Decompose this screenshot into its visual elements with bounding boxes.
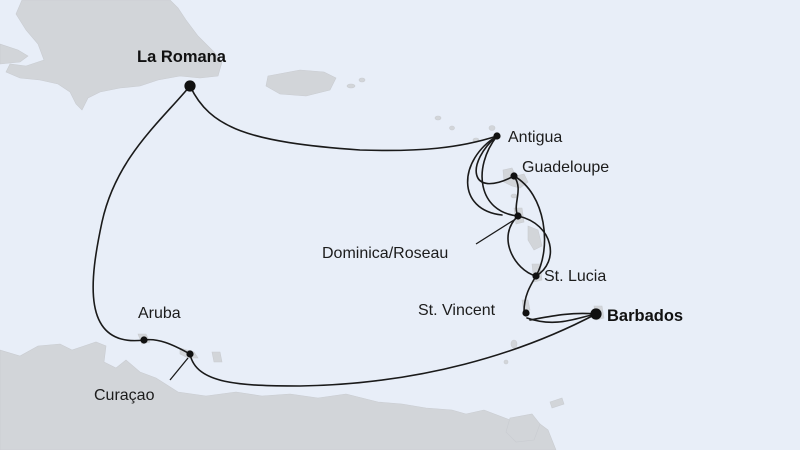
label-barbados: Barbados [607, 307, 683, 325]
label-curacao: Curaçao [94, 387, 155, 404]
label-aruba: Aruba [138, 305, 181, 322]
land-martinique [527, 225, 543, 251]
land-bonaire [211, 351, 223, 363]
land-islet-4 [449, 125, 455, 131]
marker-barbados[interactable] [590, 308, 602, 320]
route-guadeloupe-east [513, 175, 546, 277]
marker-antigua[interactable] [493, 132, 501, 140]
route-dominica-loop-east [517, 215, 552, 277]
route-aruba-la-romana [92, 85, 191, 342]
route-la-romana-antigua [189, 85, 498, 152]
leader-curacao [169, 357, 189, 381]
label-st-lucia: St. Lucia [544, 268, 606, 285]
land-grenadines [510, 339, 518, 349]
land-hispaniola [5, 0, 223, 111]
land-trinidad [505, 413, 541, 443]
route-antigua-loop-outer [466, 135, 503, 216]
marker-st-vincent[interactable] [522, 309, 530, 317]
land-islet-2 [358, 77, 366, 83]
route-dominica-west [507, 215, 537, 277]
port-markers [140, 80, 602, 358]
cruise-route [92, 85, 597, 387]
route-barbados-st-vincent-return [529, 312, 597, 321]
label-st-vincent: St. Vincent [418, 302, 496, 319]
route-barbados-curacao [189, 313, 597, 387]
land-puerto-rico [265, 69, 337, 97]
label-dominica: Dominica/Roseau [322, 245, 448, 262]
land-cuba-tip [0, 43, 29, 65]
label-la-romana: La Romana [137, 48, 227, 66]
land-islet-1 [346, 83, 356, 89]
land-tobago [549, 397, 565, 409]
marker-curacao[interactable] [186, 350, 194, 358]
marker-st-lucia[interactable] [532, 272, 540, 280]
port-labels: La Romana Antigua Guadeloupe Dominica/Ro… [94, 48, 683, 404]
label-leaders [169, 219, 515, 381]
marker-aruba[interactable] [140, 336, 148, 344]
marker-guadeloupe[interactable] [510, 172, 518, 180]
leader-dominica [475, 219, 515, 245]
route-antigua-loop-inner [481, 135, 519, 217]
route-antigua-loop-mid [475, 135, 515, 185]
label-antigua: Antigua [508, 129, 562, 146]
land-south-america [0, 341, 557, 450]
marker-dominica[interactable] [514, 212, 522, 220]
route-barbados-st-vincent [526, 313, 597, 324]
marker-la-romana[interactable] [184, 80, 196, 92]
land-islet-6 [488, 125, 496, 131]
land-islet-7 [510, 193, 518, 199]
land-islet-3 [434, 115, 442, 121]
land-islet-8 [503, 359, 509, 365]
label-guadeloupe: Guadeloupe [522, 159, 609, 176]
